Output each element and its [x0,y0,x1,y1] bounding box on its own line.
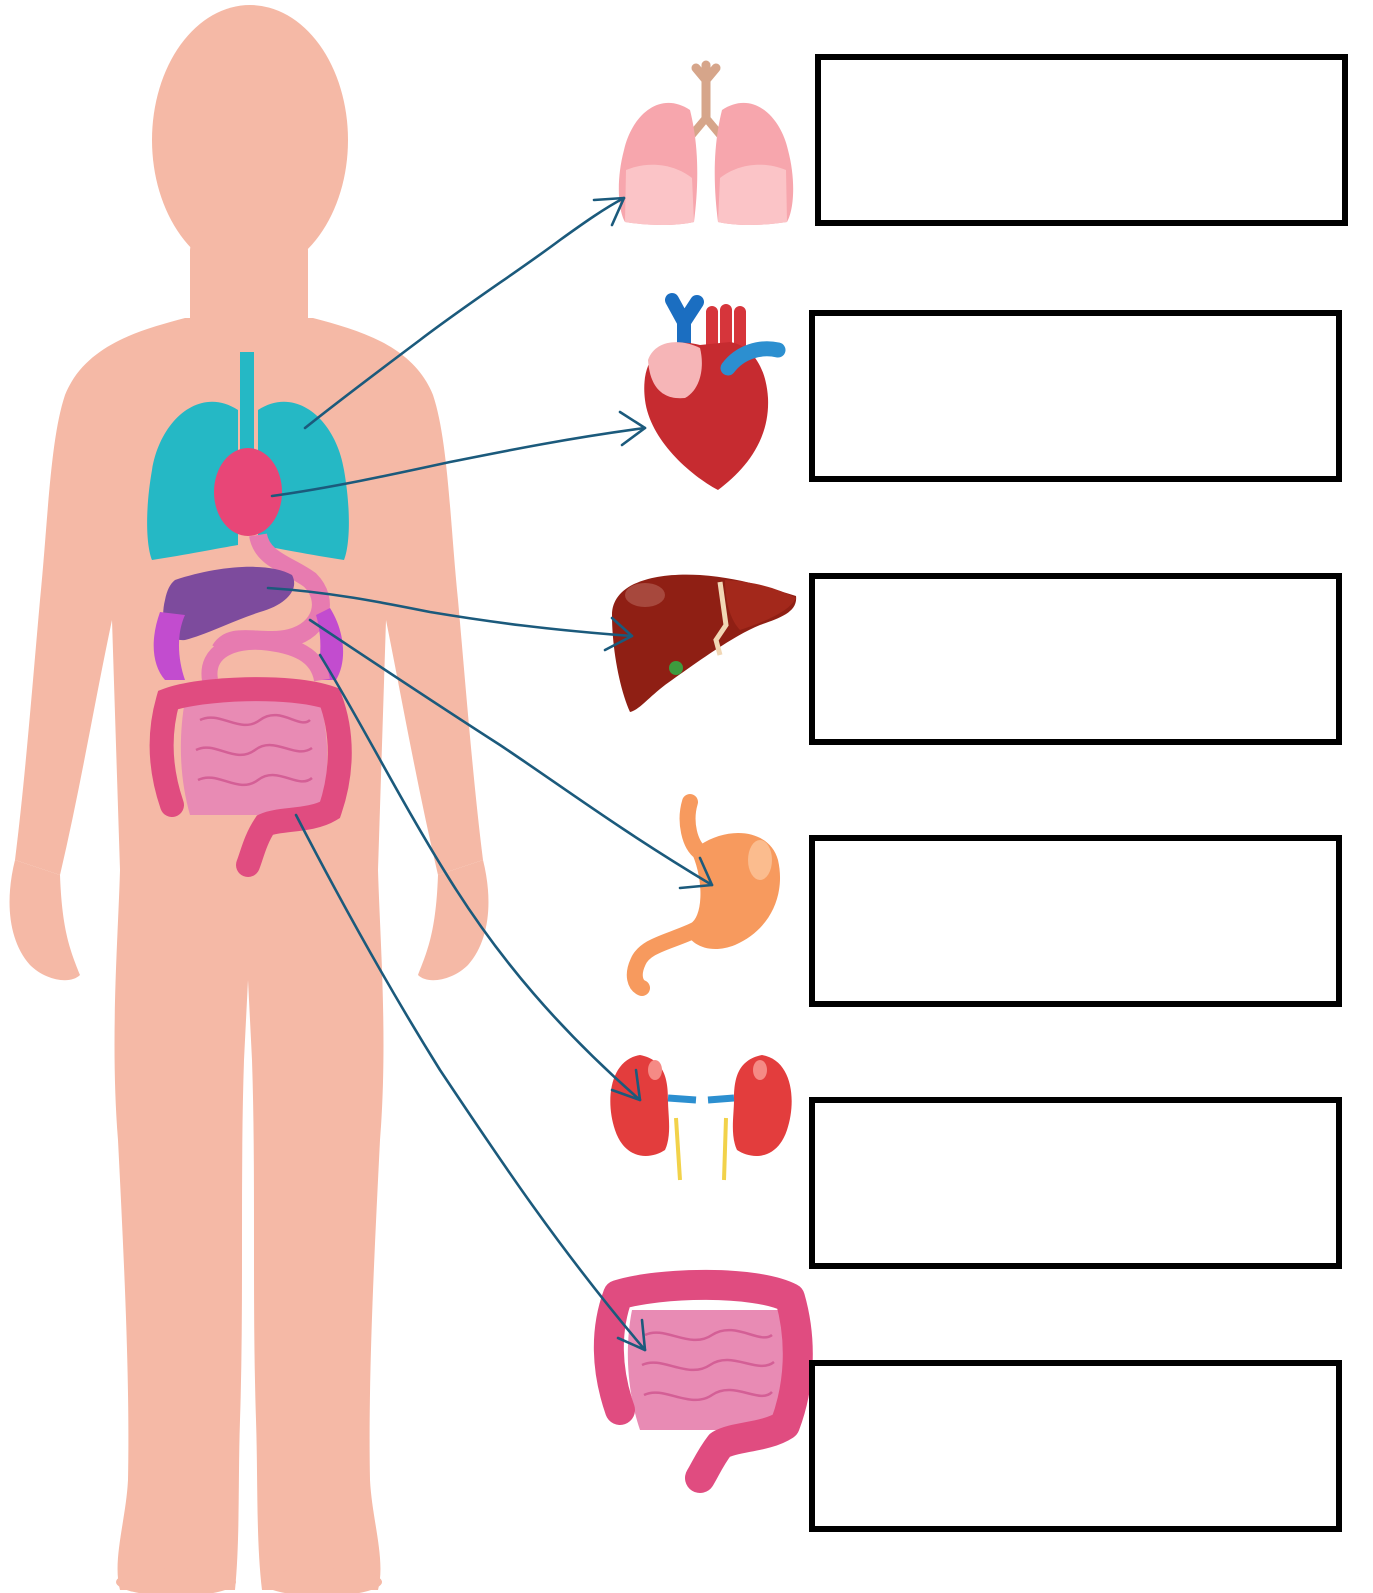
arrow-head-lungs [594,198,624,225]
intestines-icon [609,1285,798,1478]
answer-boxes [812,57,1345,1529]
body-organs [147,352,349,865]
answer-box-intestines[interactable] [812,1363,1339,1529]
answer-box-stomach[interactable] [812,838,1339,1004]
body-small-intestine [181,700,327,815]
answer-box-lungs[interactable] [818,57,1345,223]
answer-box-kidneys[interactable] [812,1100,1339,1266]
answer-box-heart[interactable] [812,313,1339,479]
lungs-icon [619,65,793,225]
heart-icon [644,300,778,490]
answer-box-liver[interactable] [812,576,1339,742]
stomach-icon [635,802,780,988]
body-trachea [240,352,254,462]
liver-icon [612,575,796,712]
body-heart [214,448,282,536]
